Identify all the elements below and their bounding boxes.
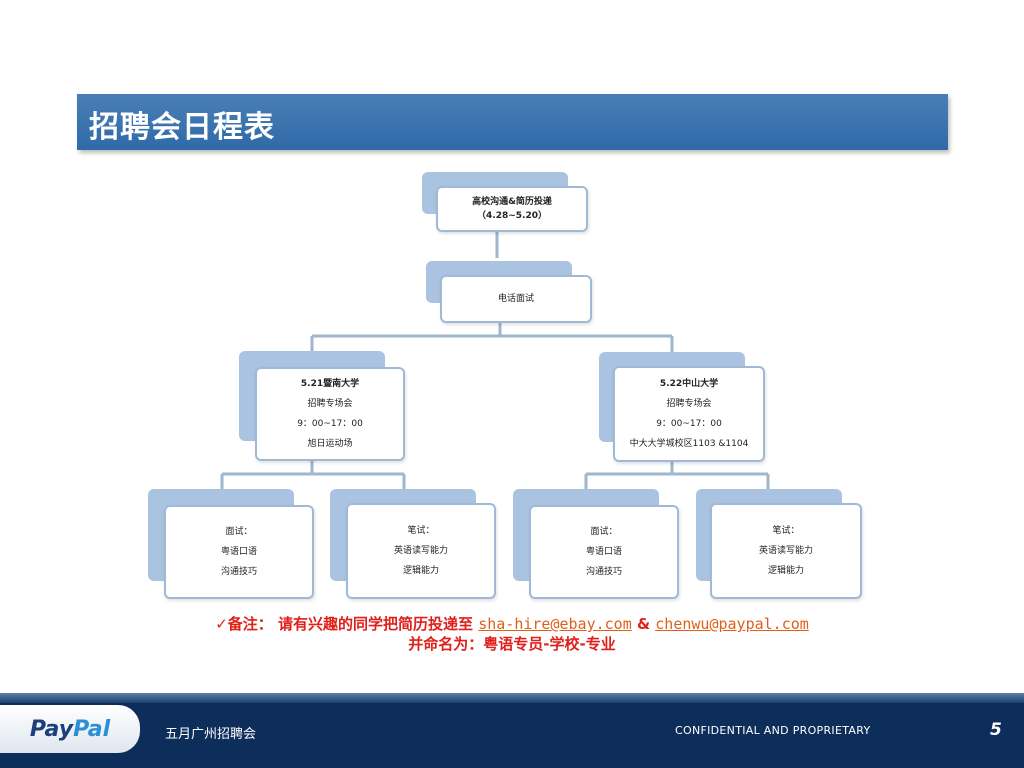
node-text: （4.28~5.20）	[477, 211, 547, 221]
node-text: 逻辑能力	[402, 566, 439, 576]
node-text: 沟通技巧	[220, 567, 257, 577]
node-front: 面试： 粤语口语 沟通技巧	[164, 505, 314, 599]
node-zhongshan-fair: 5.22中山大学 招聘专场会 9：00~17：00 中大大学城校区1103 &1…	[599, 352, 767, 464]
node-text: 5.22中山大学	[659, 379, 719, 389]
node-phone-interview: 电话面试	[426, 261, 594, 325]
node-text: 9：00~17：00	[297, 419, 363, 429]
node-text: 面试：	[590, 527, 618, 537]
node-text: 面试：	[225, 527, 253, 537]
node-text: 电话面试	[497, 294, 534, 304]
logo-text: PayPal	[30, 717, 110, 742]
email-link-paypal[interactable]: chenwu@paypal.com	[655, 615, 809, 633]
node-text: 笔试：	[772, 526, 800, 536]
node-text: 粤语口语	[220, 547, 257, 557]
node-text: 英语读写能力	[758, 546, 813, 556]
title-bar: 招聘会日程表	[77, 94, 948, 150]
node-written-2: 笔试： 英语读写能力 逻辑能力	[696, 489, 864, 601]
node-front: 高校沟通&简历投递 （4.28~5.20）	[436, 186, 588, 232]
node-text: 沟通技巧	[585, 567, 622, 577]
connector-zhongshan-split	[584, 461, 770, 490]
logo-pay: Pay	[29, 716, 74, 742]
footer-bar: PayPal 五月广州招聘会 CONFIDENTIAL AND PROPRIET…	[0, 693, 1024, 768]
email-link-ebay[interactable]: sha-hire@ebay.com	[478, 615, 632, 633]
node-written-1: 笔试： 英语读写能力 逻辑能力	[330, 489, 498, 601]
paypal-logo: PayPal	[0, 705, 140, 753]
node-communication: 高校沟通&简历投递 （4.28~5.20）	[422, 172, 590, 234]
node-front: 5.21暨南大学 招聘专场会 9：00~17：00 旭日运动场	[255, 367, 405, 461]
node-text: 旭日运动场	[307, 439, 353, 449]
connector-phone-split	[310, 322, 674, 352]
node-front: 笔试： 英语读写能力 逻辑能力	[346, 503, 496, 599]
footer-label: 五月广州招聘会	[165, 727, 257, 742]
node-front: 笔试： 英语读写能力 逻辑能力	[710, 503, 862, 599]
note-line-1: ✓备注： 请有兴趣的同学把简历投递至 sha-hire@ebay.com & c…	[0, 613, 1024, 634]
node-front: 5.22中山大学 招聘专场会 9：00~17：00 中大大学城校区1103 &1…	[613, 366, 765, 462]
node-text: 9：00~17：00	[656, 419, 722, 429]
note-amp: &	[631, 615, 656, 633]
footer-confidential: CONFIDENTIAL AND PROPRIETARY	[675, 724, 871, 737]
node-text: 笔试：	[407, 526, 435, 536]
note-prefix: ✓备注： 请有兴趣的同学把简历投递至	[215, 615, 479, 633]
footer-top-strip	[0, 693, 1024, 703]
node-text: 招聘专场会	[666, 399, 712, 409]
node-front: 面试： 粤语口语 沟通技巧	[529, 505, 679, 599]
node-text: 中大大学城校区1103 &1104	[629, 439, 749, 449]
page-number: 5	[990, 720, 1002, 740]
node-text: 逻辑能力	[767, 566, 804, 576]
node-text: 高校沟通&简历投递	[472, 197, 552, 207]
logo-pal: Pal	[73, 716, 111, 742]
node-interview-1: 面试： 粤语口语 沟通技巧	[148, 489, 316, 601]
node-text: 粤语口语	[585, 547, 622, 557]
node-text: 招聘专场会	[307, 399, 353, 409]
page-title: 招聘会日程表	[89, 110, 275, 145]
node-text: 英语读写能力	[393, 546, 448, 556]
node-front: 电话面试	[440, 275, 592, 323]
node-interview-2: 面试： 粤语口语 沟通技巧	[513, 489, 681, 601]
node-text: 5.21暨南大学	[300, 379, 360, 389]
note-line-2: 并命名为：粤语专员-学校-专业	[408, 635, 616, 653]
connector-jinan-split	[220, 459, 406, 490]
node-jinan-fair: 5.21暨南大学 招聘专场会 9：00~17：00 旭日运动场	[239, 351, 409, 463]
